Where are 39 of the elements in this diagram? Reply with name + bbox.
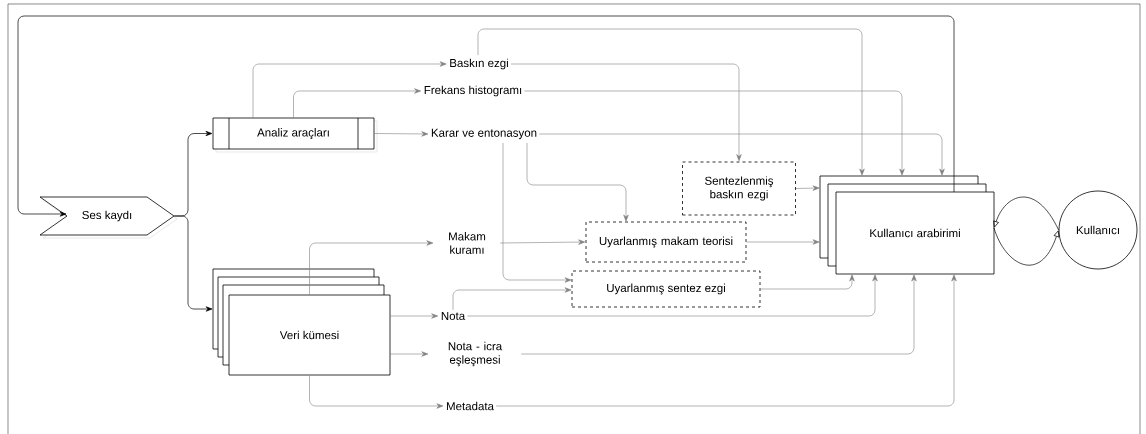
arrow — [389, 351, 429, 357]
dashed-box: Uyarlanmış makam teorisi — [585, 221, 747, 263]
dashed-box: Sentezlenmiş baskın ezgi — [682, 161, 796, 216]
text-label: Makam kuramı — [449, 232, 486, 254]
arrow — [309, 240, 434, 295]
stacked-box: Kullanıcı arabirimi — [819, 175, 995, 275]
process-box: Analiz araçları — [212, 117, 378, 153]
arrow — [389, 313, 439, 319]
arrow — [760, 274, 855, 290]
arrow — [293, 88, 422, 119]
arrow — [452, 287, 572, 311]
dashed-box: Uyarlanmış sentez ezgi — [571, 270, 761, 308]
arrow — [309, 375, 444, 409]
text-label: Karar ve entonasyon — [431, 128, 537, 140]
arrow — [524, 90, 905, 176]
arrow — [526, 142, 629, 222]
text-label: Nota — [441, 312, 466, 320]
arrow — [495, 274, 957, 407]
arrow — [467, 274, 878, 317]
arrow — [173, 215, 213, 312]
arrow — [538, 133, 945, 176]
loop-arrow — [17, 15, 955, 217]
arrow — [477, 28, 865, 176]
arrow — [252, 61, 447, 119]
text-label: Nota - icra eşleşmesi — [448, 341, 503, 367]
arrow — [520, 274, 917, 355]
arrow — [795, 185, 820, 191]
circle-node: Kullanıcı — [1058, 190, 1138, 270]
text-label: Baskın ezgi — [450, 58, 508, 70]
curved-arrow — [993, 196, 1059, 231]
arrow — [510, 63, 742, 162]
arrow — [502, 142, 572, 283]
stacked-box: Veri kümesi — [212, 268, 391, 376]
arrow — [373, 131, 429, 137]
text-label: Metadata — [446, 401, 494, 411]
text-label: Frekans histogramı — [424, 85, 522, 97]
curved-arrow — [993, 227, 1060, 266]
arrow — [746, 239, 820, 245]
arrow — [499, 239, 586, 245]
